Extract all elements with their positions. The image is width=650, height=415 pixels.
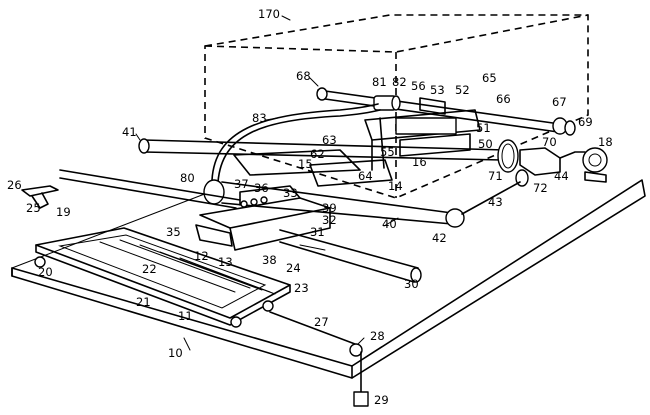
label-52: 52 [455,83,470,97]
label-29: 29 [374,393,389,407]
label-42: 42 [432,231,447,245]
label-10: 10 [168,346,183,360]
clamp [21,185,59,209]
lower-roller [203,179,521,228]
label-23: 23 [294,281,309,295]
drive-gears [497,139,529,187]
label-13: 13 [218,255,233,269]
label-30: 30 [404,277,419,291]
tray [34,227,291,328]
label-81: 81 [372,75,387,89]
label-31: 31 [310,225,325,239]
counterweight [269,311,369,407]
label-19: 19 [56,205,71,219]
label-25: 25 [26,201,41,215]
upper-carriage [233,109,481,187]
label-53: 53 [430,83,445,97]
label-62: 62 [310,147,325,161]
label-28: 28 [370,329,385,343]
label-14: 14 [388,179,403,193]
label-32: 32 [322,213,337,227]
label-44: 44 [554,169,569,183]
label-55: 55 [380,145,395,159]
label-71: 71 [488,169,503,183]
label-26: 26 [7,178,22,192]
leader-lines [135,15,399,351]
guide-rods [59,169,422,283]
label-69: 69 [578,115,593,129]
label-20: 20 [38,265,53,279]
label-33: 33 [283,186,298,200]
label-67: 67 [552,95,567,109]
upper-shaft-assembly [316,87,576,136]
label-40: 40 [382,217,397,231]
label-41: 41 [122,125,137,139]
label-68: 68 [296,69,311,83]
label-83: 83 [252,111,267,125]
label-16: 16 [412,155,427,169]
label-39: 39 [322,201,337,215]
label-21: 21 [136,295,151,309]
label-80: 80 [180,171,195,185]
label-43: 43 [488,195,503,209]
print-head-unit [195,185,331,251]
label-65: 65 [482,71,497,85]
label-56: 56 [411,79,426,93]
label-27: 27 [314,315,329,329]
label-38: 38 [262,253,277,267]
label-82: 82 [392,75,407,89]
motor-assembly [519,147,608,183]
label-51: 51 [476,121,491,135]
label-12: 12 [194,249,209,263]
label-70: 70 [542,135,557,149]
label-37: 37 [234,177,249,191]
label-11: 11 [178,309,193,323]
label-18: 18 [598,135,613,149]
cable [211,103,381,183]
label-66: 66 [496,92,511,106]
label-72: 72 [533,181,548,195]
label-22: 22 [142,262,157,276]
label-24: 24 [286,261,301,275]
label-36: 36 [254,181,269,195]
label-63: 63 [322,133,337,147]
label-170: 170 [258,7,280,21]
label-15: 15 [298,157,313,171]
reference-numerals: 170 68 81 82 56 53 52 65 66 67 69 83 41 … [7,7,613,407]
label-64: 64 [358,169,373,183]
middle-shaft [138,138,506,161]
label-50: 50 [478,137,493,151]
label-35: 35 [166,225,181,239]
